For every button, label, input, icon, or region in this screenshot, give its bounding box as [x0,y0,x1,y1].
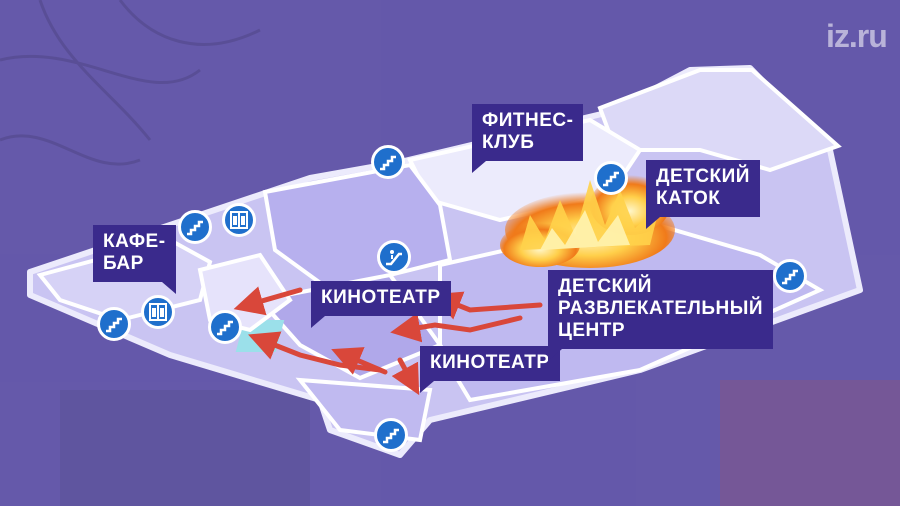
stairs-icon [374,418,408,452]
evac-arrow [391,357,420,396]
label-cinema-top: КИНОТЕАТР [311,281,451,328]
evac-arrow [331,347,388,375]
stairs-icon [208,310,242,344]
elevator-icon [141,295,175,329]
label-kids-rink: ДЕТСКИЙ КАТОК [646,160,760,229]
evac-arrow [431,291,543,320]
elevator-icon [222,203,256,237]
stairs-icon [371,145,405,179]
stairs-icon [178,210,212,244]
label-cinema-bottom: КИНОТЕАТР [420,346,560,393]
label-cinema-bottom-text: КИНОТЕАТР [430,352,550,373]
iz-ru-logo: iz.ru [826,17,888,54]
stairs-icon [97,307,131,341]
evacuation-routes [233,286,543,396]
escalator-icon [377,240,411,274]
label-cafe-bar-text: КАФЕ- БАР [103,231,166,274]
stairs-icon [773,259,807,293]
label-fitness-club-text: ФИТНЕС- КЛУБ [482,110,574,153]
stairs-icon [594,161,628,195]
logo-text: iz.ru [826,17,888,54]
label-cafe-bar: КАФЕ- БАР [93,225,176,294]
evac-arrow [390,312,523,343]
label-kids-center-text: ДЕТСКИЙ РАЗВЛЕКАТЕЛЬНЫЙ ЦЕНТР [558,276,763,341]
evac-arrow [233,286,303,316]
label-kids-rink-text: ДЕТСКИЙ КАТОК [656,166,750,209]
label-kids-entertainment-center: ДЕТСКИЙ РАЗВЛЕКАТЕЛЬНЫЙ ЦЕНТР [548,270,773,361]
label-cinema-top-text: КИНОТЕАТР [321,287,441,308]
label-fitness-club: ФИТНЕС- КЛУБ [472,104,584,173]
